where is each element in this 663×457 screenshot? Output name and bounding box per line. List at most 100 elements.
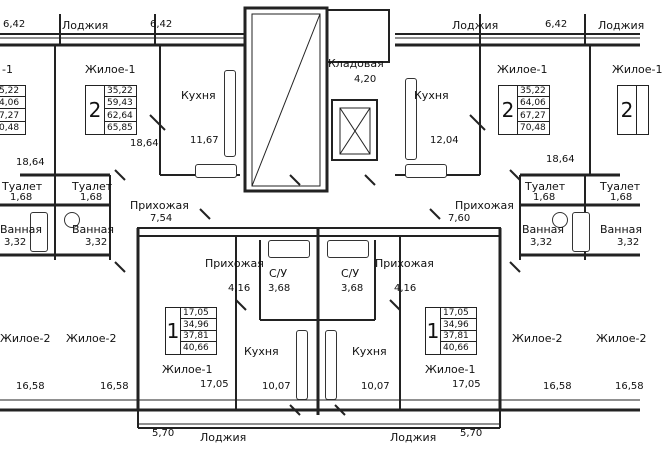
kitchen-left-label: Кухня — [181, 89, 216, 102]
living1-left-label: Жилое-1 — [85, 63, 136, 76]
apt-two-right-v1: 35,22 — [518, 87, 549, 98]
bathtub-edge-left — [30, 212, 48, 252]
kitchen2-counter-left — [296, 330, 308, 400]
loggia-tr-label: Лоджия — [452, 19, 499, 32]
apt-box-one-right: 1 17,05 34,96 37,81 40,66 — [425, 307, 477, 355]
apt-two-right-v4: 70,48 — [520, 122, 546, 133]
apt-one-right-v1: 17,05 — [441, 308, 476, 319]
loggia-tr-label2: Лоджия — [598, 19, 645, 32]
kitchen2-right-label: Кухня — [352, 345, 387, 358]
apt-two-left-rooms: 2 — [86, 86, 105, 134]
apt-one-left-v3: 37,81 — [181, 332, 216, 343]
storage-label: Кладовая — [328, 57, 384, 70]
apt-two-left-v4: 65,85 — [107, 122, 133, 133]
bathtub-left — [268, 240, 310, 258]
edge-right-living2-label: Жилое-2 — [596, 332, 647, 345]
apt-one-left-v2: 34,96 — [181, 320, 216, 331]
edge-left-toilet-label: Туалет — [2, 180, 43, 193]
apt-edge-left-v3: 7,27 — [0, 111, 25, 122]
toilet-right-area: 1,68 — [533, 192, 556, 203]
kitchen-stove-left — [224, 70, 236, 157]
edge-right-toilet-label: Туалет — [600, 180, 641, 193]
hall-left-area: 7,54 — [150, 213, 173, 224]
washbasin-left — [64, 212, 80, 228]
loggia-tl-area2: 6,42 — [150, 19, 173, 30]
edge-left-living1-label: -1 — [2, 63, 13, 76]
kitchen-right-area: 12,04 — [430, 135, 459, 146]
hall-right-label: Прихожая — [455, 199, 514, 212]
apt-two-left-v2: 59,43 — [105, 99, 136, 110]
bath-left-area: 3,32 — [85, 237, 108, 248]
living1b-left-area: 17,05 — [200, 379, 229, 390]
washbasin-right — [552, 212, 568, 228]
apt-one-right-v3: 37,81 — [441, 332, 476, 343]
hall-left-label: Прихожая — [130, 199, 189, 212]
edge-right-bath-area: 3,32 — [617, 237, 640, 248]
hall2-left-area: 4,16 — [228, 283, 251, 294]
kitchen-stove-right — [405, 78, 417, 160]
loggia-bl-label: Лоджия — [200, 431, 247, 444]
bath-right-area: 3,32 — [530, 237, 553, 248]
apt-box-edge-left: 5,22 4,06 7,27 0,48 — [0, 85, 26, 135]
loggia-bl-area: 5,70 — [152, 428, 175, 439]
living1b-left-label: Жилое-1 — [162, 363, 213, 376]
apt-one-right-v2: 34,96 — [441, 320, 476, 331]
edge-left-living2-label: Жилое-2 — [0, 332, 51, 345]
kitchen2-counter-right — [325, 330, 337, 400]
apt-edge-right-rooms: 2 — [618, 86, 637, 134]
hall2-left-label: Прихожая — [205, 257, 264, 270]
apt-edge-left-v4: 0,48 — [0, 122, 20, 133]
apt-box-two-left: 2 35,22 59,43 62,64 65,85 — [85, 85, 137, 135]
bathtub-edge-right — [572, 212, 590, 252]
apt-box-two-right: 2 35,22 64,06 67,27 70,48 — [498, 85, 550, 135]
kitchen2-left-area: 10,07 — [262, 381, 291, 392]
edge-left-living2-area: 16,58 — [16, 381, 45, 392]
cu-left-area: 3,68 — [268, 283, 291, 294]
loggia-br-label: Лоджия — [390, 431, 437, 444]
hall2-right-label: Прихожая — [375, 257, 434, 270]
apt-one-right-v4: 40,66 — [443, 343, 469, 354]
apt-box-one-left: 1 17,05 34,96 37,81 40,66 — [165, 307, 217, 355]
apt-one-left-rooms: 1 — [166, 308, 181, 354]
living2-left-area: 16,58 — [100, 381, 129, 392]
kitchen-left-area: 11,67 — [190, 135, 219, 146]
cu-right-label: С/У — [341, 267, 360, 280]
apt-one-right-rooms: 1 — [426, 308, 441, 354]
cu-left-label: С/У — [269, 267, 288, 280]
bathtub-right — [327, 240, 369, 258]
apt-two-right-rooms: 2 — [499, 86, 518, 134]
plan-walls — [0, 6, 640, 429]
loggia-tl-area: 6,42 — [3, 19, 26, 30]
storage-area: 4,20 — [354, 74, 377, 85]
edge-left-living1-area: 18,64 — [16, 157, 45, 168]
apt-two-left-v3: 62,64 — [105, 111, 136, 122]
cu-right-area: 3,68 — [341, 283, 364, 294]
apt-one-left-v1: 17,05 — [181, 308, 216, 319]
living2-right-area: 16,58 — [543, 381, 572, 392]
edge-right-living2-area: 16,58 — [615, 381, 644, 392]
apt-two-right-v2: 64,06 — [518, 99, 549, 110]
bath-left-label: Ванная — [72, 223, 115, 236]
floor-plan: 6,42 Лоджия 6,42 Лоджия 6,42 Лоджия -1 Ж… — [0, 6, 663, 444]
edge-left-toilet-area: 1,68 — [10, 192, 33, 203]
bath-right-label: Ванная — [522, 223, 565, 236]
edge-right-toilet-area: 1,68 — [610, 192, 633, 203]
edge-left-bath-label: Ванная — [0, 223, 43, 236]
hall-right-area: 7,60 — [448, 213, 471, 224]
kitchen2-left-label: Кухня — [244, 345, 279, 358]
living2-right-label: Жилое-2 — [512, 332, 563, 345]
hall2-right-area: 4,16 — [394, 283, 417, 294]
edge-right-bath-label: Ванная — [600, 223, 643, 236]
apt-box-edge-right: 2 — [617, 85, 649, 135]
edge-right-living1-label: Жилое-1 — [612, 63, 663, 76]
kitchen-right-label: Кухня — [414, 89, 449, 102]
apt-two-left-v1: 35,22 — [105, 87, 136, 98]
loggia-br-area: 5,70 — [460, 428, 483, 439]
living1-right-area: 18,64 — [546, 154, 575, 165]
apt-edge-left-v2: 4,06 — [0, 99, 25, 110]
kitchen-counter-right — [405, 164, 447, 178]
kitchen-counter-left — [195, 164, 237, 178]
living1-left-area: 18,64 — [130, 138, 159, 149]
toilet-right-label: Туалет — [525, 180, 566, 193]
living1b-right-label: Жилое-1 — [425, 363, 476, 376]
